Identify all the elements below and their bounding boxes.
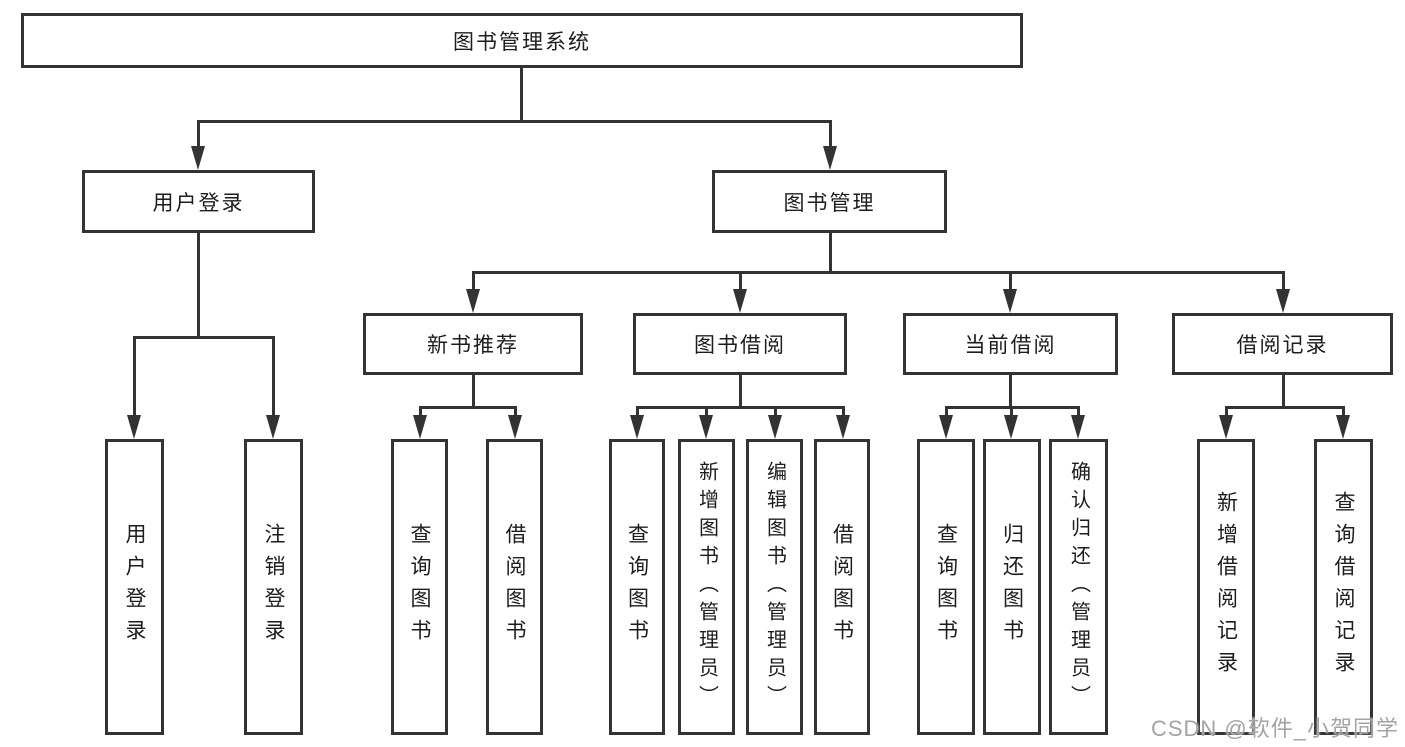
leaf-label: 归还图书 [1000, 523, 1024, 651]
node-borrow-records: 借阅记录 [1172, 313, 1393, 375]
arrow-down-icon [413, 415, 427, 439]
connector-line [133, 336, 275, 339]
connector-line [1009, 271, 1012, 291]
connector-line [197, 233, 200, 338]
node-new-book-recommend: 新书推荐 [363, 313, 583, 375]
leaf-user-login: 用户登录 [105, 439, 164, 735]
arrow-down-icon [191, 146, 205, 170]
connector-line [1225, 406, 1228, 417]
arrow-down-icon [127, 415, 141, 439]
node-label: 用户登录 [152, 191, 245, 215]
node-label: 图书借阅 [694, 334, 786, 357]
arrow-down-icon [1276, 289, 1290, 313]
leaf-logout: 注销登录 [244, 439, 303, 735]
node-label: 新书推荐 [427, 334, 519, 357]
node-current-borrow: 当前借阅 [903, 313, 1118, 375]
arrow-down-icon [699, 415, 713, 439]
connector-line [514, 406, 517, 417]
connector-line [636, 406, 844, 409]
node-label: 图书管理 [783, 191, 876, 215]
leaf-label: 注销登录 [262, 523, 285, 651]
connector-line [197, 120, 832, 123]
node-book-borrow: 图书借阅 [633, 313, 847, 375]
leaf-label: 查询图书 [408, 523, 431, 651]
arrow-down-icon [823, 146, 837, 170]
connector-line [419, 406, 517, 409]
arrow-down-icon [630, 415, 644, 439]
leaf-add-books-admin: 新增图书（管理员） [678, 439, 735, 735]
leaf-label: 新增图书（管理员） [695, 461, 718, 713]
connector-line [829, 120, 832, 148]
connector-line [739, 375, 742, 408]
csdn-watermark: CSDN @软件_小贺同学 [1150, 716, 1399, 741]
arrow-down-icon [836, 415, 850, 439]
leaf-label: 借阅图书 [503, 523, 526, 651]
leaf-label: 新增借阅记录 [1214, 491, 1238, 683]
connector-line [636, 406, 639, 417]
node-root-system: 图书管理系统 [21, 13, 1023, 68]
arrow-down-icon [508, 415, 522, 439]
leaf-label: 借阅图书 [830, 523, 854, 651]
arrow-down-icon [1219, 415, 1233, 439]
node-label: 当前借阅 [964, 334, 1057, 357]
leaf-query-borrow-record: 查询借阅记录 [1314, 439, 1373, 735]
leaf-add-borrow-record: 新增借阅记录 [1197, 439, 1255, 735]
connector-line [829, 233, 832, 273]
connector-line [1342, 406, 1345, 417]
leaf-edit-books-admin: 编辑图书（管理员） [746, 439, 803, 735]
arrow-down-icon [1071, 415, 1085, 439]
leaf-label: 确认归还（管理员） [1067, 461, 1090, 713]
node-label: 借阅记录 [1236, 334, 1329, 357]
arrow-down-icon [768, 415, 782, 439]
leaf-borrow-books: 借阅图书 [486, 439, 543, 735]
connector-line [472, 271, 1284, 274]
leaf-return-books: 归还图书 [983, 439, 1041, 735]
arrow-down-icon [1336, 415, 1350, 439]
connector-line [419, 406, 422, 417]
connector-line [1009, 375, 1012, 408]
node-root-label: 图书管理系统 [453, 30, 591, 54]
connector-line [774, 406, 777, 417]
leaf-label: 查询图书 [625, 523, 649, 651]
connector-line [197, 120, 200, 148]
arrow-down-icon [1004, 415, 1018, 439]
connector-line [520, 68, 523, 120]
connector-line [472, 375, 475, 408]
connector-line [1225, 406, 1345, 409]
connector-line [272, 336, 275, 416]
leaf-query-books: 查询图书 [917, 439, 975, 735]
connector-line [739, 271, 742, 291]
leaf-query-books: 查询图书 [609, 439, 665, 735]
leaf-label: 查询图书 [934, 523, 958, 651]
arrow-down-icon [939, 415, 953, 439]
node-user-login: 用户登录 [82, 170, 315, 233]
leaf-label: 查询借阅记录 [1332, 491, 1355, 683]
leaf-label: 编辑图书（管理员） [763, 461, 786, 713]
leaf-query-books: 查询图书 [391, 439, 448, 735]
node-book-management: 图书管理 [712, 170, 947, 233]
connector-line [945, 406, 948, 417]
arrow-down-icon [266, 415, 280, 439]
leaf-label: 用户登录 [123, 523, 146, 651]
connector-line [842, 406, 845, 417]
arrow-down-icon [466, 289, 480, 313]
connector-line [1010, 406, 1013, 417]
arrow-down-icon [1003, 289, 1017, 313]
connector-line [1077, 406, 1080, 417]
arrow-down-icon [733, 289, 747, 313]
connector-line [705, 406, 708, 417]
connector-line [1282, 375, 1285, 408]
leaf-borrow-books: 借阅图书 [814, 439, 870, 735]
connector-line [133, 336, 136, 416]
connector-line [1282, 271, 1285, 291]
connector-line [472, 271, 475, 291]
leaf-confirm-return-admin: 确认归还（管理员） [1049, 439, 1108, 735]
